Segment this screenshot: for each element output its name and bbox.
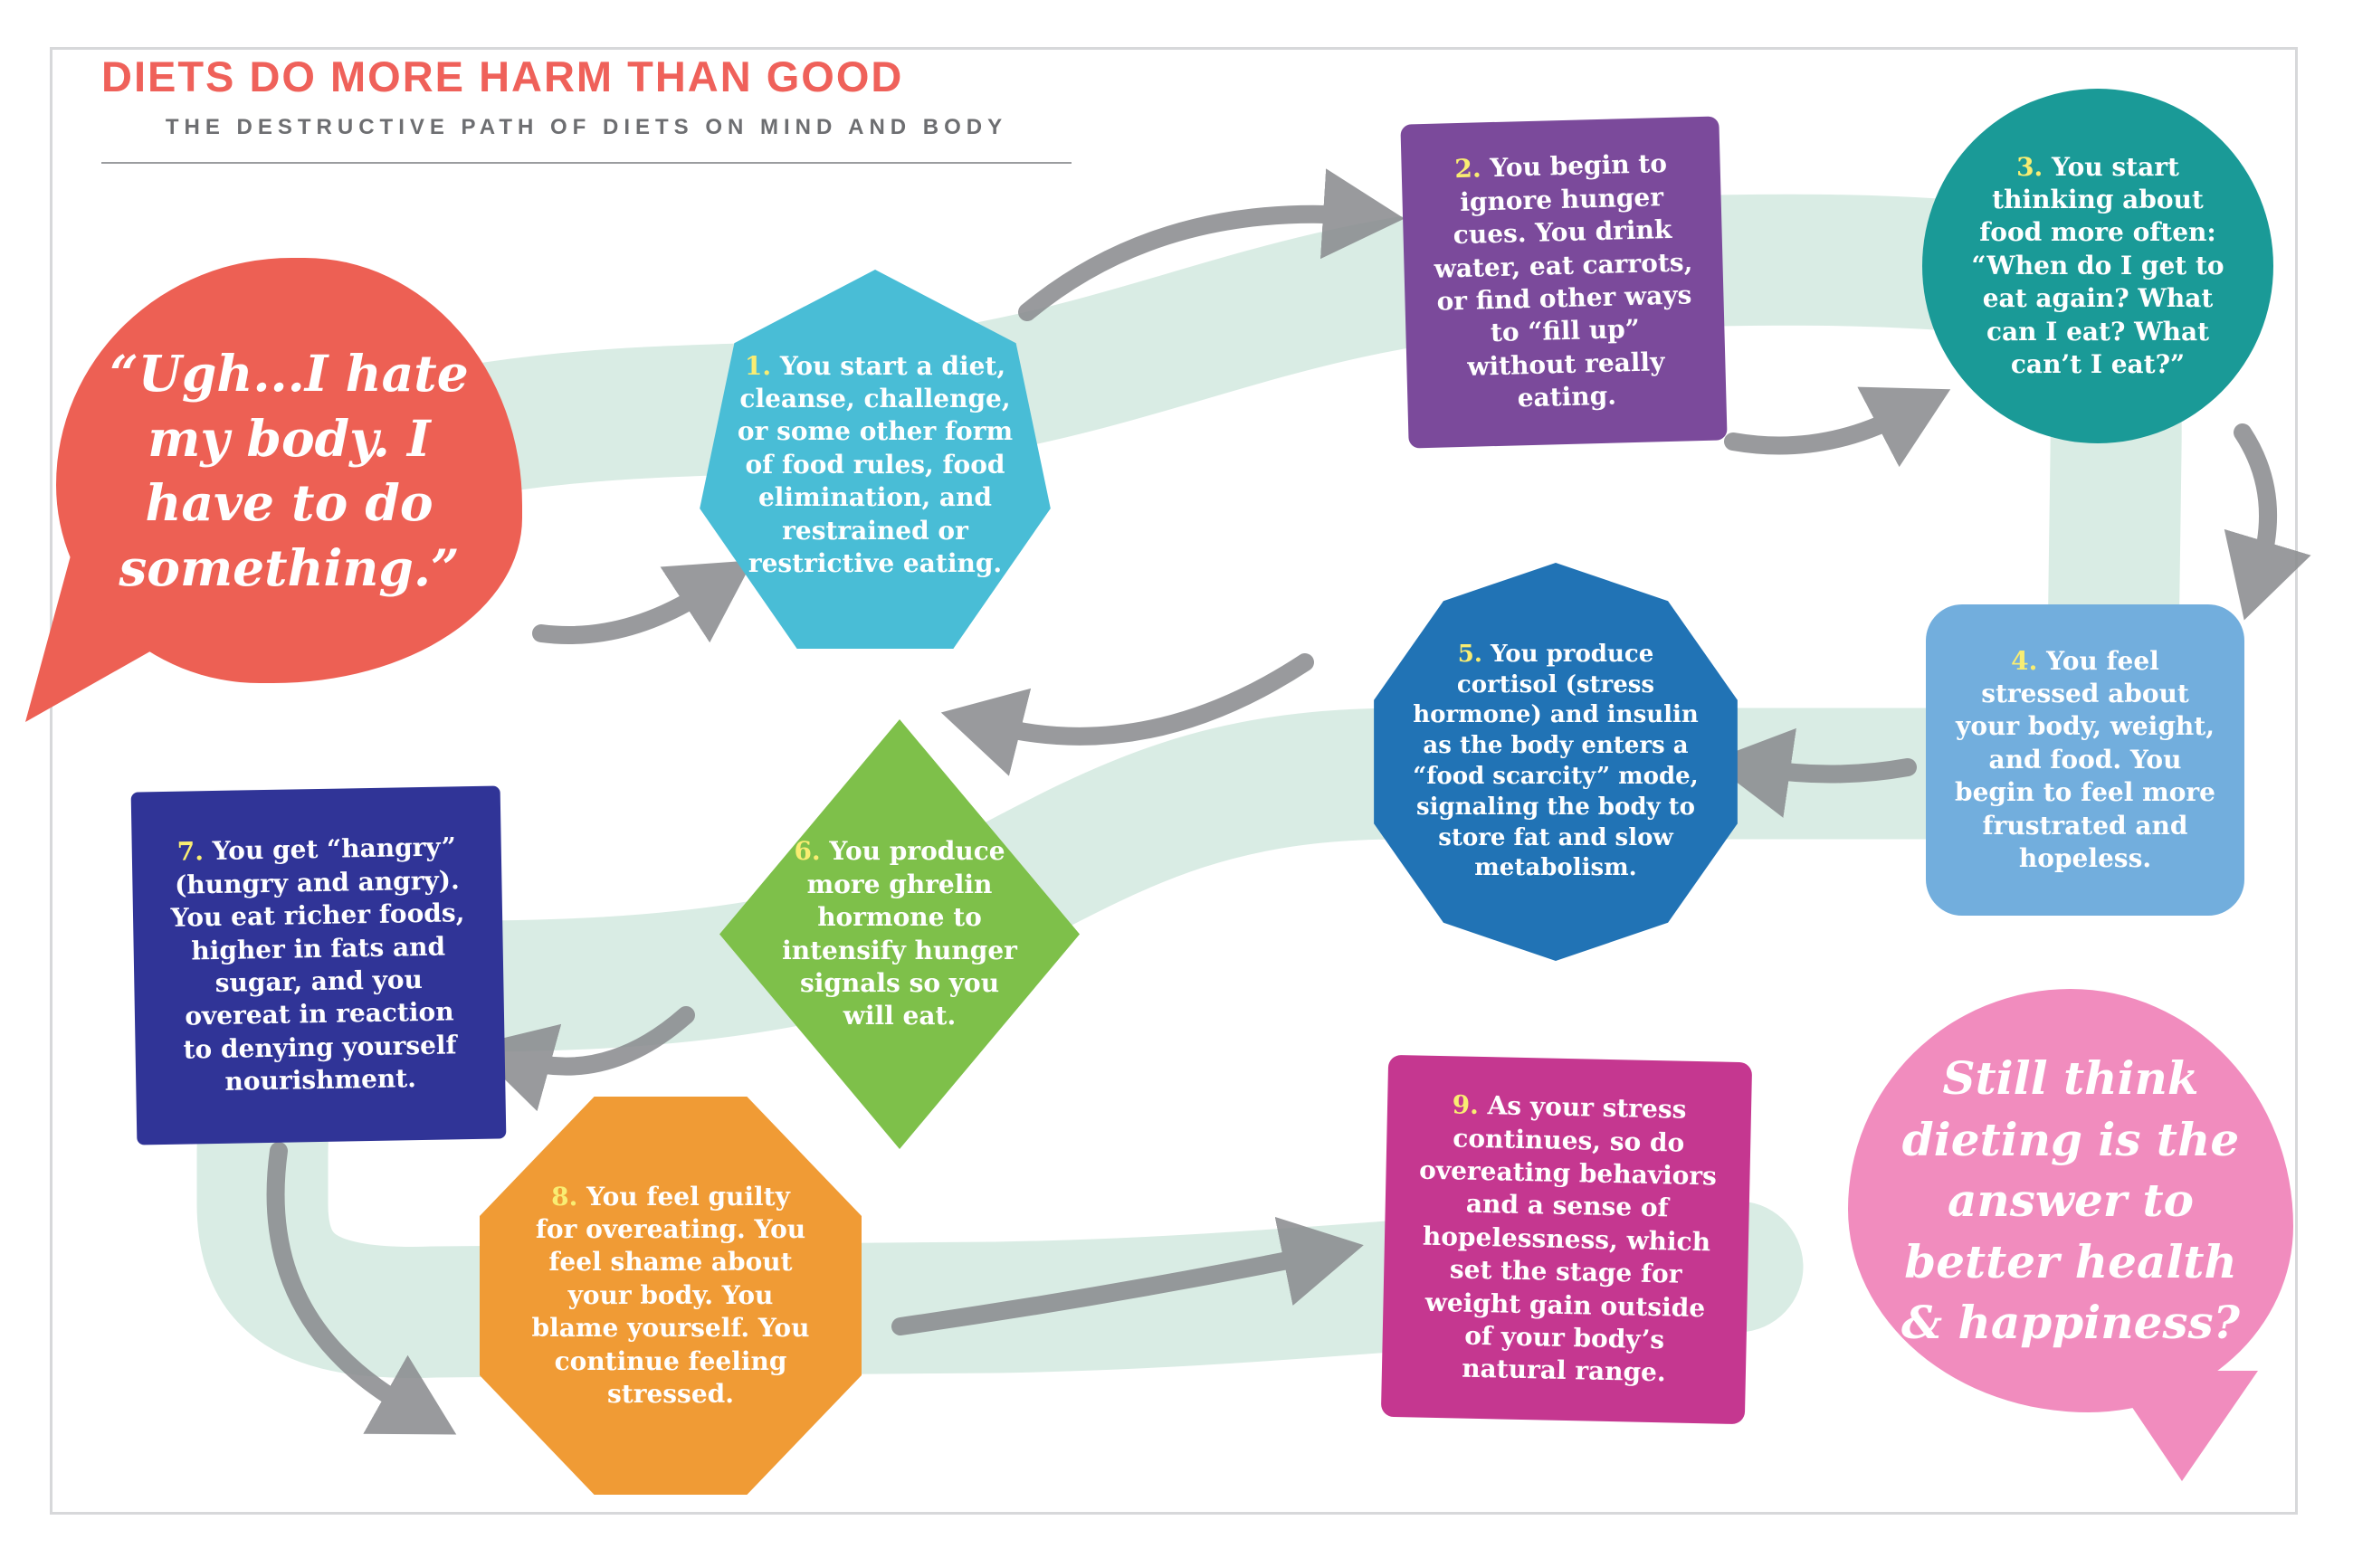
step-5-decagon: 5. You produce cortisol (stress hormone)… xyxy=(1374,563,1738,961)
page-subtitle: THE DESTRUCTIVE PATH OF DIETS ON MIND AN… xyxy=(165,115,1008,140)
step-1-number: 1. xyxy=(744,350,772,381)
header-divider xyxy=(101,162,1072,165)
step-2-body: You begin to ignore hunger cues. You dri… xyxy=(1434,148,1693,413)
step-9-number: 9. xyxy=(1452,1089,1480,1121)
step-5-body: You produce cortisol (stress hormone) an… xyxy=(1413,640,1699,882)
step-4-text: 4. You feel stressed about your body, we… xyxy=(1953,645,2217,876)
step-6-number: 6. xyxy=(794,836,821,867)
step-1-text: 1. You start a diet, cleanse, challenge,… xyxy=(731,350,1019,581)
step-5-text: 5. You produce cortisol (stress hormone)… xyxy=(1408,640,1703,884)
step-1-heptagon: 1. You start a diet, cleanse, challenge,… xyxy=(700,270,1051,650)
step-3-text: 3. You start thinking about food more of… xyxy=(1964,151,2232,382)
intro-speech-bubble: “Ugh...I hate my body. I have to do some… xyxy=(56,258,522,683)
step-1-body: You start a diet, cleanse, challenge, or… xyxy=(737,350,1014,578)
step-3-body: You start thinking about food more often… xyxy=(1971,151,2224,379)
step-9-square: 9. As your stress continues, so do overe… xyxy=(1380,1054,1753,1425)
step-6-text: 6. You produce more ghrelin hormone to i… xyxy=(776,835,1024,1032)
step-7-text: 7. You get “hangry” (hungry and angry). … xyxy=(164,832,472,1100)
step-2-square: 2. You begin to ignore hunger cues. You … xyxy=(1400,116,1728,449)
intro-bubble-text: “Ugh...I hate my body. I have to do some… xyxy=(110,344,469,597)
step-3-circle: 3. You start thinking about food more of… xyxy=(1922,89,2273,443)
outro-speech-bubble: Still think dieting is the answer to bet… xyxy=(1848,989,2293,1412)
step-2-text: 2. You begin to ignore hunger cues. You … xyxy=(1430,147,1698,418)
step-7-number: 7. xyxy=(176,836,205,868)
header: DIETS DO MORE HARM THAN GOOD THE DESTRUC… xyxy=(101,52,1072,165)
step-8-body: You feel guilty for overeating. You feel… xyxy=(531,1181,810,1409)
outro-bubble-text: Still think dieting is the answer to bet… xyxy=(1901,1051,2240,1350)
step-3-number: 3. xyxy=(2016,151,2043,182)
step-9-text: 9. As your stress continues, so do overe… xyxy=(1415,1088,1720,1391)
step-7-body: You get “hangry” (hungry and angry). You… xyxy=(170,832,465,1097)
step-7-square: 7. You get “hangry” (hungry and angry). … xyxy=(130,785,507,1145)
border-frame xyxy=(50,47,2298,1515)
step-6-body: You produce more ghrelin hormone to inte… xyxy=(782,836,1017,1031)
step-2-number: 2. xyxy=(1453,153,1482,185)
step-8-octagon: 8. You feel guilty for overeating. You f… xyxy=(480,1097,862,1495)
step-8-text: 8. You feel guilty for overeating. You f… xyxy=(530,1181,811,1411)
step-8-number: 8. xyxy=(551,1181,578,1212)
step-5-number: 5. xyxy=(1457,640,1482,668)
step-4-rounded-square: 4. You feel stressed about your body, we… xyxy=(1926,604,2244,916)
step-4-number: 4. xyxy=(2011,645,2038,676)
step-4-body: You feel stressed about your body, weigh… xyxy=(1955,645,2215,873)
step-9-body: As your stress continues, so do overeati… xyxy=(1418,1090,1718,1388)
page-title: DIETS DO MORE HARM THAN GOOD xyxy=(101,52,904,100)
